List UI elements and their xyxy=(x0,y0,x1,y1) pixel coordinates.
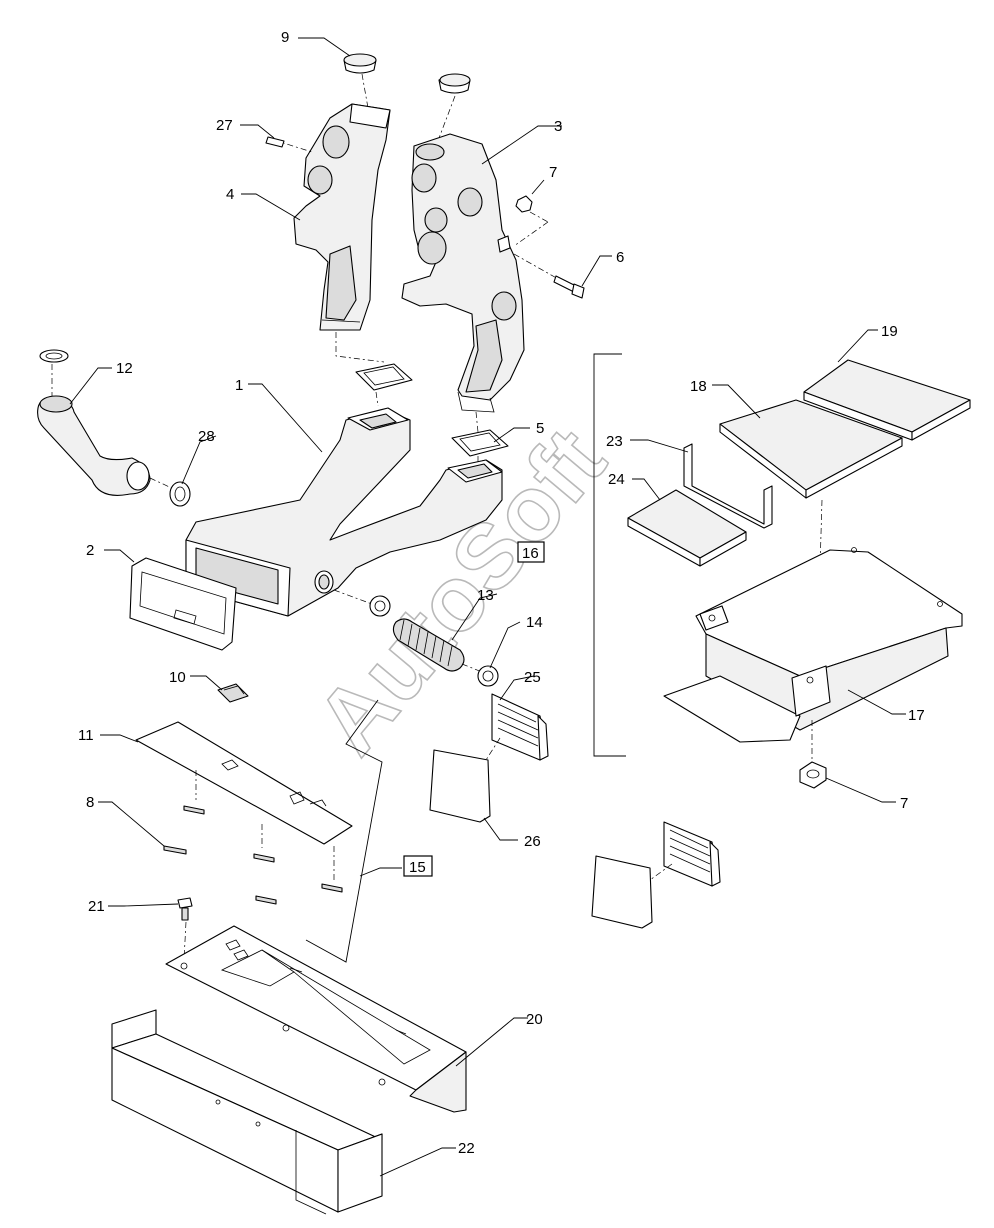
callout-7-bottom: 7 xyxy=(900,795,908,812)
part-9-cap xyxy=(343,53,377,74)
callout-16: 16 xyxy=(522,545,539,562)
part-24-pad xyxy=(627,489,747,567)
callout-19: 19 xyxy=(881,323,898,340)
callout-14: 14 xyxy=(526,614,543,631)
callout-2: 2 xyxy=(86,542,94,559)
callout-9: 9 xyxy=(281,29,289,46)
callout-23: 23 xyxy=(606,433,623,450)
part-cap-right xyxy=(438,73,471,94)
callout-27: 27 xyxy=(216,117,233,134)
part-13-hose xyxy=(392,618,465,672)
part-5-gasket xyxy=(451,429,509,457)
callout-15: 15 xyxy=(409,859,426,876)
callout-16-box xyxy=(517,541,545,563)
callout-4: 4 xyxy=(226,186,234,203)
callout-10: 10 xyxy=(169,669,186,686)
callout-17: 17 xyxy=(908,707,925,724)
callout-1: 1 xyxy=(235,377,243,394)
callout-24: 24 xyxy=(608,471,625,488)
callout-7-top: 7 xyxy=(549,164,557,181)
callout-18: 18 xyxy=(690,378,707,395)
part-23-strip xyxy=(683,443,773,529)
part-cover-lower xyxy=(591,855,653,929)
callout-5: 5 xyxy=(536,420,544,437)
part-grille-lower xyxy=(663,821,721,887)
part-14-clip xyxy=(477,665,499,687)
part-3-duct xyxy=(401,133,525,413)
callout-26: 26 xyxy=(524,833,541,850)
callout-3: 3 xyxy=(554,118,562,135)
callouts: 9 27 3 7 4 6 12 1 28 5 2 16 13 14 25 10 … xyxy=(78,29,925,1157)
part-6-bolt xyxy=(553,275,585,299)
part-21-screw xyxy=(177,897,193,921)
callout-12: 12 xyxy=(116,360,133,377)
callout-25: 25 xyxy=(524,669,541,686)
part-10-clip xyxy=(217,683,249,703)
part-11-plate xyxy=(135,721,353,845)
part-17-tray xyxy=(663,547,963,743)
part-27-screw xyxy=(265,136,285,148)
callout-13: 13 xyxy=(477,587,494,604)
callout-28: 28 xyxy=(198,428,215,445)
callout-15-box xyxy=(403,855,433,877)
part-25-grille xyxy=(491,693,549,761)
callout-21: 21 xyxy=(88,898,105,915)
part-clip-mid xyxy=(369,595,391,617)
part-20-bracket xyxy=(165,925,467,1113)
callout-11: 11 xyxy=(78,727,94,744)
part-clip-top xyxy=(39,349,69,363)
part-18-pad xyxy=(719,399,903,499)
callout-20: 20 xyxy=(526,1011,543,1028)
part-bracket-small xyxy=(497,235,511,253)
part-1-main-duct xyxy=(185,407,503,617)
part-gasket-upper xyxy=(355,363,413,391)
part-8-studs xyxy=(163,805,343,905)
part-2-frame xyxy=(129,557,237,651)
callout-22: 22 xyxy=(458,1140,475,1157)
part-19-pad xyxy=(803,359,971,441)
part-26-cover xyxy=(429,749,491,823)
part-12-hose xyxy=(37,395,151,496)
callout-8: 8 xyxy=(86,794,94,811)
part-7-nut-bottom xyxy=(799,761,827,789)
part-4-duct xyxy=(293,103,391,331)
part-28-clip xyxy=(169,481,191,507)
group-bracket xyxy=(593,353,626,757)
callout-6: 6 xyxy=(616,249,624,266)
part-7-nut-top xyxy=(515,195,533,213)
part-22-box xyxy=(111,1009,383,1215)
leader-lines xyxy=(69,37,906,1177)
